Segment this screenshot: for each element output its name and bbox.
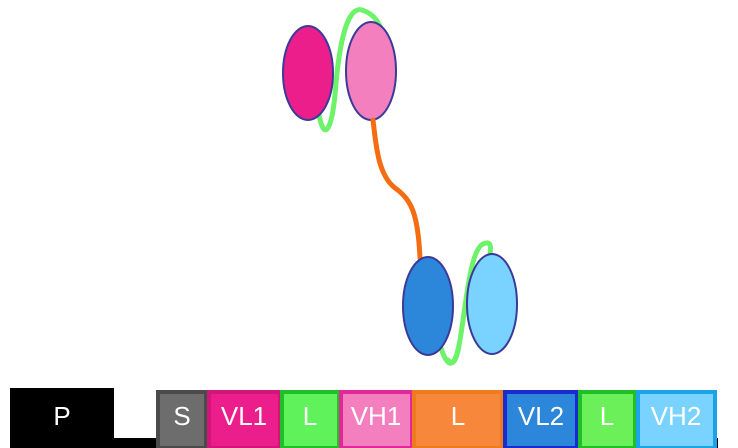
- segment-linker-2-box: [412, 390, 504, 448]
- segment-linker-3-box: [578, 390, 637, 448]
- short-linker-bottom-front: [445, 343, 462, 366]
- short-linker-top: [316, 7, 386, 133]
- segment-linker-1-label: L: [303, 401, 317, 431]
- segment-linker-1: L: [280, 390, 341, 448]
- segment-vl2-label: VL2: [518, 401, 564, 431]
- segment-linker-3-label: L: [600, 401, 614, 431]
- vh2-domain-ellipse: [466, 253, 518, 355]
- gene-construct-bar: P S VL1 L VH1 L VL2 L: [10, 388, 718, 448]
- segment-vl2-box: [503, 390, 579, 448]
- long-linker: [370, 117, 423, 261]
- segment-vh2: VH2: [636, 390, 717, 448]
- segment-linker-2: L: [412, 390, 504, 448]
- segment-linker-2-label: L: [451, 401, 465, 431]
- segment-vl2: VL2: [503, 390, 579, 448]
- segment-vl1-label: VL1: [221, 401, 267, 431]
- vl1-domain-ellipse: [282, 25, 334, 121]
- segment-vh1-label: VH1: [351, 401, 402, 431]
- segment-vh2-box: [636, 390, 717, 448]
- segment-vl1: VL1: [207, 390, 282, 448]
- segment-linker-3: L: [578, 390, 637, 448]
- segment-p-box: [10, 388, 114, 448]
- vh1-domain-ellipse: [345, 21, 397, 121]
- segment-s-label: S: [173, 401, 190, 431]
- segment-s-box: [156, 390, 208, 448]
- segment-p-label: P: [53, 401, 70, 431]
- vl2-domain-ellipse: [402, 256, 454, 356]
- segment-p: P: [10, 388, 114, 448]
- segment-vh2-label: VH2: [651, 401, 702, 431]
- segment-s: S: [156, 390, 208, 448]
- segment-vh1: VH1: [339, 390, 414, 448]
- segment-linker-1-box: [280, 390, 341, 448]
